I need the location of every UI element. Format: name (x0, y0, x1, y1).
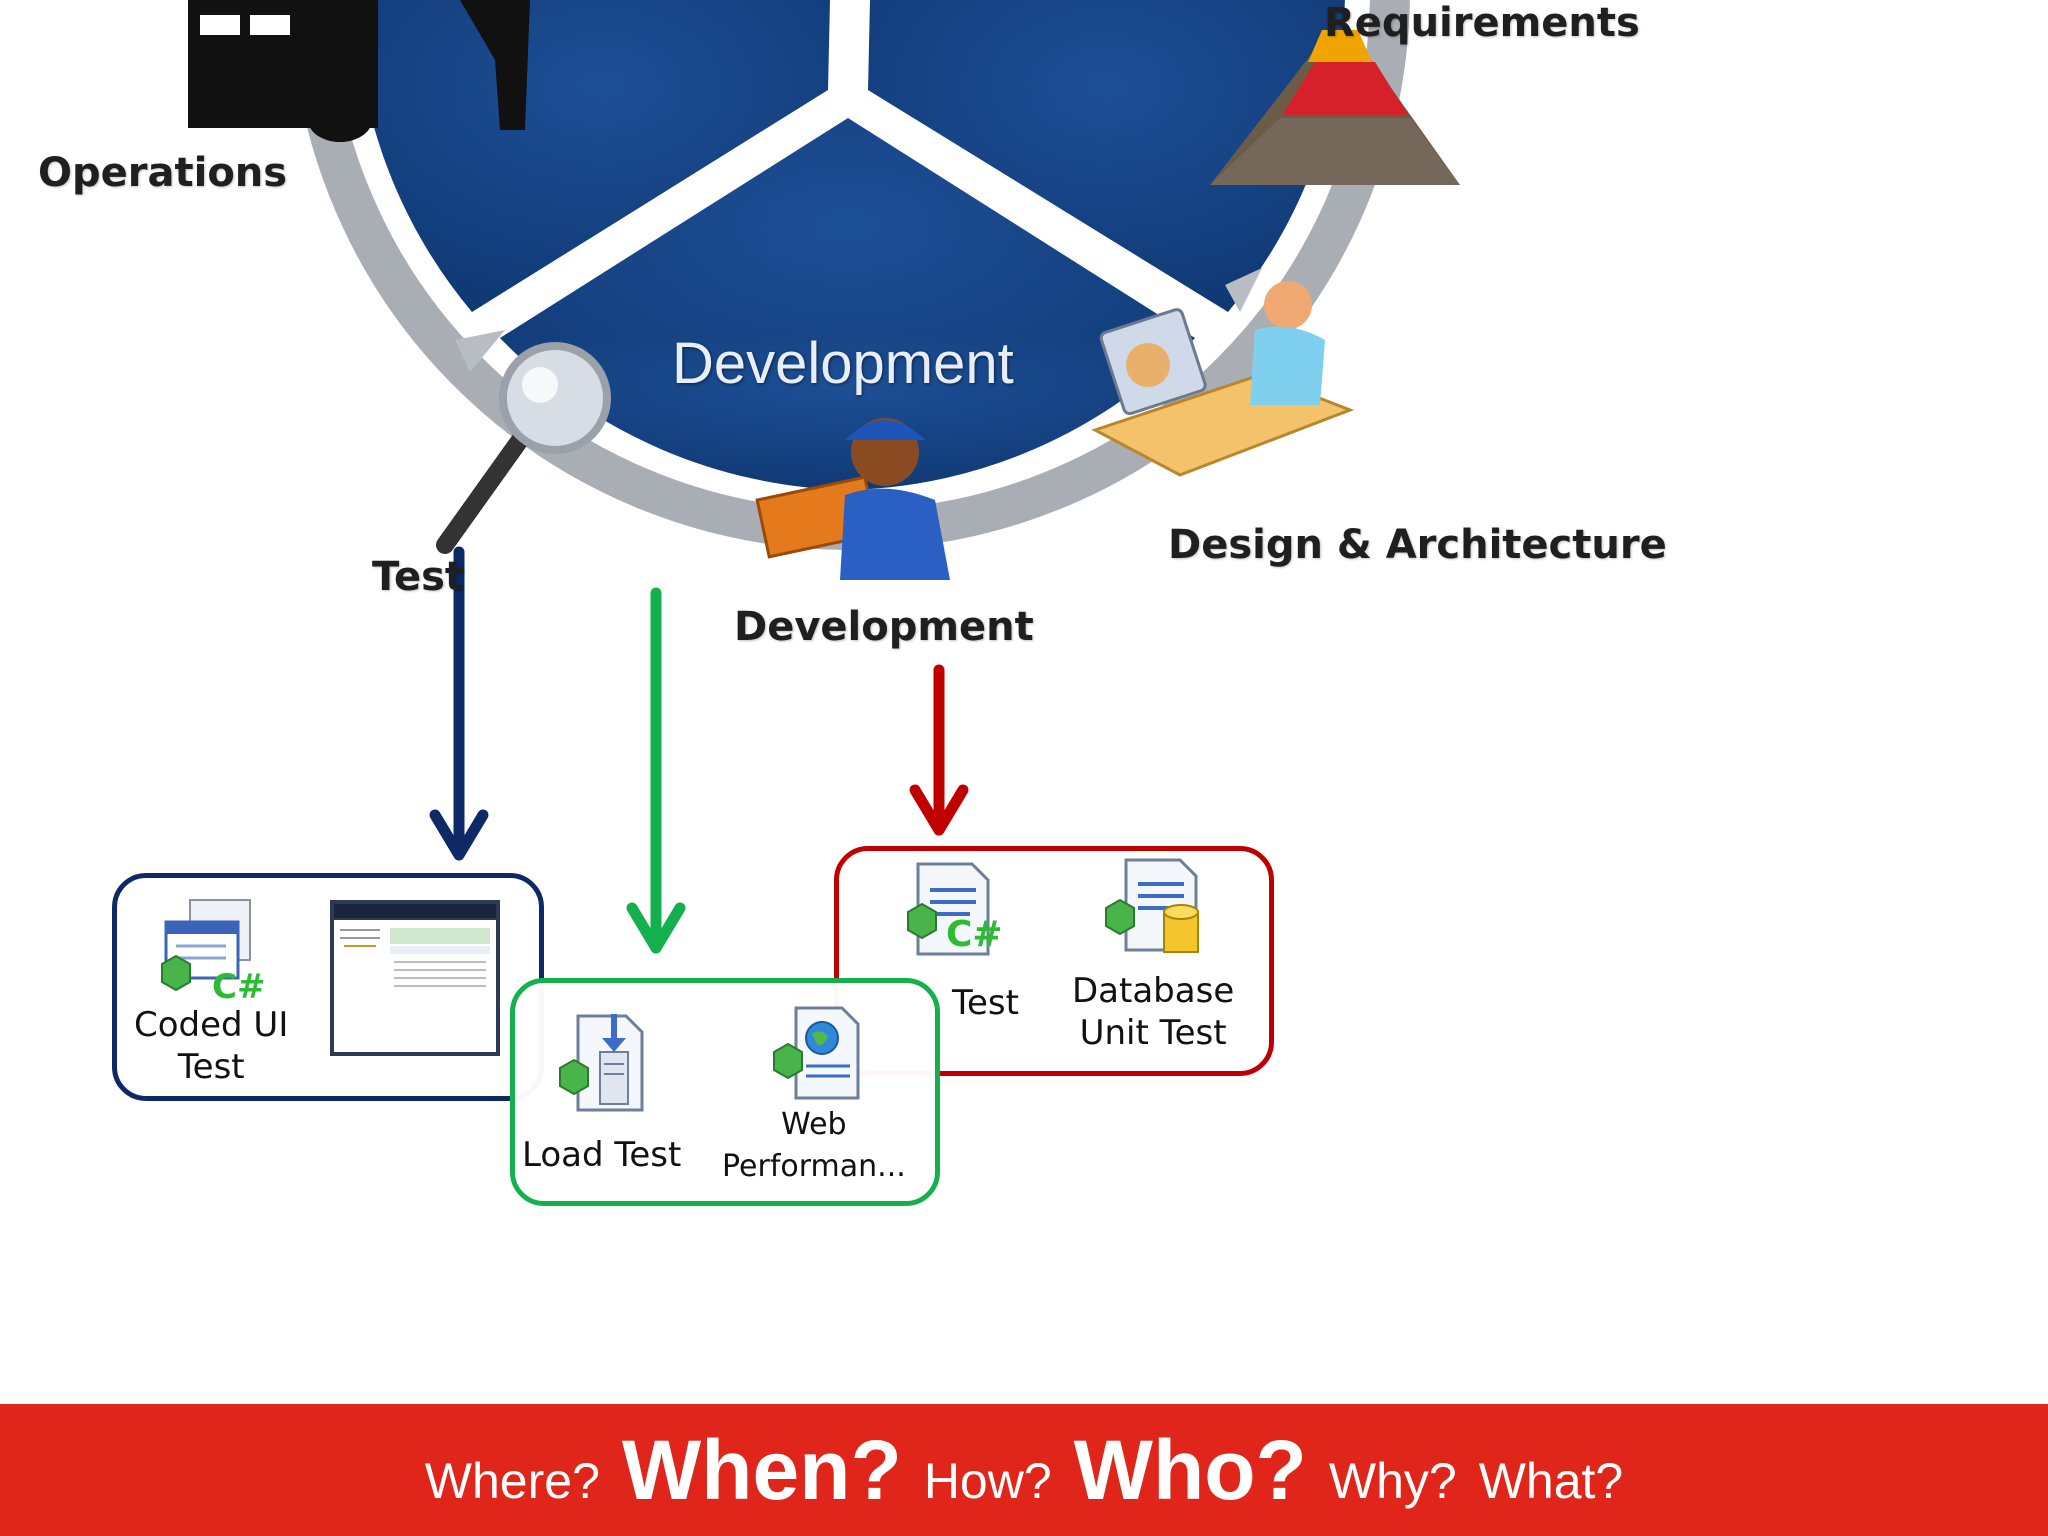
coded-ui-test-label-line2: Test (177, 1047, 245, 1087)
load-test-icon (559, 1014, 644, 1112)
question-where: Where? (424, 1453, 600, 1509)
requirements-segment (868, 0, 1345, 312)
ring-arrowhead-left (455, 330, 505, 372)
phase-label-development: Development (734, 604, 1034, 650)
coded-ui-test-icon: C# (161, 899, 265, 1004)
web-performance-test-icon (773, 1006, 860, 1100)
question-how: How? (923, 1453, 1052, 1509)
unit-test-icon: C# (907, 862, 1000, 956)
operations-segment (355, 0, 830, 312)
web-performance-test-label-line2: Performan... (722, 1149, 906, 1184)
question-why: Why? (1328, 1453, 1457, 1509)
svg-text:C#: C# (212, 967, 265, 1004)
database-unit-test-label-line1: Database (1072, 971, 1235, 1011)
database-unit-test-label-line2: Unit Test (1079, 1013, 1227, 1053)
question-when: When? (621, 1422, 902, 1517)
load-test-label: Load Test (522, 1135, 682, 1175)
blue-arrow (429, 546, 489, 861)
svg-text:C#: C# (946, 914, 1000, 955)
phase-label-design: Design & Architecture (1168, 522, 1667, 568)
phase-label-test: Test (372, 554, 465, 600)
unit-test-label: Test (952, 983, 1019, 1023)
database-unit-test-icon (1105, 858, 1199, 953)
web-performance-test-label-line1: Web (781, 1107, 847, 1142)
worker-toolbox-icon (755, 418, 950, 580)
magnifying-glass-icon (436, 342, 611, 554)
car-mechanic-icon (188, 0, 530, 142)
testing-center-screenshot (330, 900, 500, 1056)
coded-ui-test-label: Coded UI Test (134, 1004, 288, 1088)
ring-arrowhead-right (1225, 268, 1262, 312)
question-what: What? (1478, 1453, 1624, 1509)
database-unit-test-label: Database Unit Test (1072, 970, 1234, 1054)
designer-at-desk-icon (1091, 281, 1355, 477)
green-arrow (626, 587, 686, 954)
question-banner: Where? When? How? Who? Why? What? (0, 1404, 2048, 1536)
web-performance-test-label: Web Performan... (722, 1104, 906, 1188)
phase-label-requirements: Requirements (1324, 0, 1640, 46)
cycle-center-title: Development (672, 331, 1014, 396)
phase-label-operations: Operations (38, 150, 288, 196)
red-arrow (909, 664, 969, 836)
question-who: Who? (1073, 1422, 1307, 1517)
coded-ui-test-label-line1: Coded UI (134, 1005, 289, 1045)
requirements-pyramid-icon (1210, 30, 1460, 185)
development-segment-lower (500, 338, 1195, 490)
